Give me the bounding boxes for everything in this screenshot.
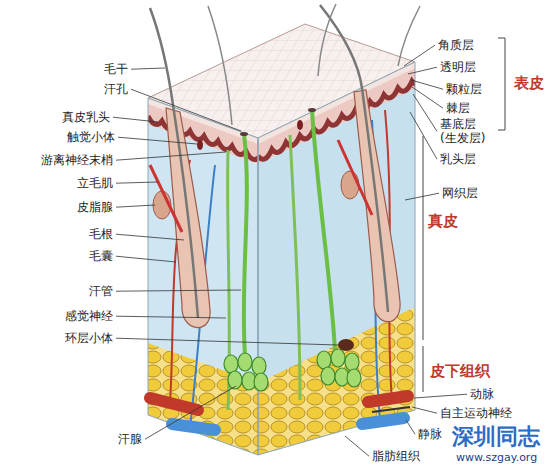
- vein: [362, 418, 404, 424]
- sweat-pore: [240, 132, 248, 136]
- left-face: [140, 90, 270, 469]
- tactile-corpuscle: [197, 140, 203, 150]
- layer-heading: 表皮: [514, 74, 544, 92]
- part-label: 立毛肌: [77, 176, 113, 190]
- artery: [150, 398, 198, 410]
- part-label: 环层小体: [65, 331, 113, 345]
- leader-line: [113, 117, 158, 122]
- watermark: 深圳同志: [452, 424, 540, 450]
- part-label: 颗粒层: [446, 82, 482, 96]
- leader-line: [408, 67, 437, 74]
- leader-line: [116, 256, 176, 262]
- leader-line: [116, 182, 158, 183]
- part-label: 网织层: [442, 186, 478, 200]
- part-label: 棘层: [446, 101, 470, 115]
- part-label: 皮脂腺: [77, 200, 113, 214]
- sweat-gland: [317, 349, 361, 387]
- leader-line: [116, 234, 184, 240]
- bracket: [423, 136, 424, 340]
- dermis: [140, 90, 270, 469]
- fat-layer: [148, 343, 258, 460]
- part-label: 脂肪组织: [372, 449, 420, 463]
- right-face: [250, 55, 426, 465]
- part-label: 角质层: [438, 38, 474, 52]
- leader-line: [116, 316, 226, 318]
- sweat-duct: [312, 110, 335, 350]
- block-outline: [148, 98, 258, 455]
- leader-line: [116, 205, 155, 207]
- leader-line: [405, 193, 439, 200]
- part-label: 汗孔: [104, 82, 128, 96]
- hair-shaft: [318, 4, 336, 76]
- sweat-duct: [244, 134, 247, 355]
- part-label: 感觉神经: [65, 309, 113, 323]
- leader-line: [412, 407, 437, 413]
- sweat-pore: [308, 108, 316, 112]
- part-label: 静脉: [418, 427, 442, 441]
- layer-heading: 皮下组织: [430, 362, 490, 380]
- leader-line: [413, 94, 437, 131]
- leader-line: [406, 420, 415, 434]
- layer-heading: 真皮: [428, 212, 458, 230]
- leader-line: [118, 137, 197, 144]
- leader-line: [411, 80, 443, 89]
- leader-line: [145, 386, 236, 439]
- part-label: 毛囊: [89, 249, 113, 263]
- arrector-pili: [150, 165, 182, 232]
- part-label: 透明层: [440, 60, 476, 74]
- bracket: [423, 346, 424, 392]
- leader-line: [412, 87, 443, 108]
- part-label: 基底层 (生发层): [440, 117, 494, 146]
- part-label: 游离神经末梢: [41, 153, 113, 167]
- leader-line: [414, 394, 467, 398]
- artery: [368, 396, 408, 402]
- pacinian-corpuscle: [338, 339, 354, 351]
- bracket: [498, 38, 505, 130]
- block-outline: [258, 62, 415, 455]
- sebaceous-gland: [341, 171, 359, 199]
- part-label: 动脉: [470, 387, 494, 401]
- part-label: 触觉小体: [67, 130, 115, 144]
- leader-line: [116, 290, 241, 291]
- leader-line: [116, 338, 338, 345]
- leader-line: [131, 89, 241, 131]
- part-label: 真皮乳头: [62, 110, 110, 124]
- vein: [172, 424, 215, 430]
- part-label: 乳头层: [440, 152, 476, 166]
- part-label: 毛干: [104, 62, 128, 76]
- part-label: 汗管: [89, 284, 113, 298]
- arrector-pili: [338, 140, 372, 215]
- part-label: 毛根: [89, 227, 113, 241]
- leader-line: [116, 152, 226, 160]
- leader-line: [404, 45, 435, 66]
- leader-line: [410, 112, 437, 159]
- motor-nerve: [372, 407, 410, 412]
- hair-shaft: [208, 6, 232, 125]
- watermark: www.szgay.org: [456, 451, 537, 464]
- leader-line: [345, 436, 369, 456]
- sweat-gland: [224, 353, 268, 391]
- stratum-corneum: [258, 62, 415, 144]
- hair-shaft: [150, 8, 198, 318]
- tactile-corpuscle: [297, 120, 303, 130]
- hair-shaft: [320, 5, 388, 312]
- part-label: 汗腺: [118, 432, 142, 446]
- leader-line: [131, 68, 165, 69]
- part-label: 自主运动神经: [440, 406, 512, 420]
- dermis: [250, 55, 425, 465]
- sensory-nerve: [290, 135, 300, 400]
